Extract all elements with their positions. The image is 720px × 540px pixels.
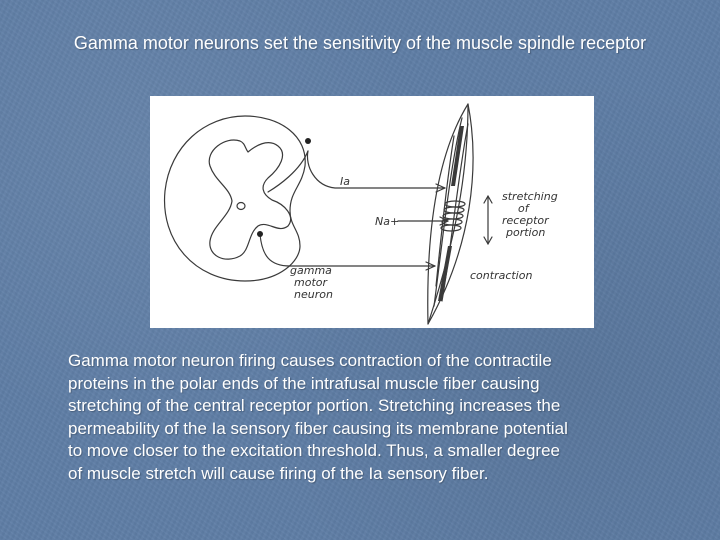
- ventral-horn-dot: [257, 231, 263, 237]
- slide-title: Gamma motor neurons set the sensitivity …: [0, 32, 720, 54]
- grey-matter-outline: [209, 140, 290, 259]
- muscle-spindle-diagram: Ia Na+ stretching of receptor portion ga…: [150, 96, 594, 328]
- stretching-label-1: stretching: [502, 190, 558, 203]
- body-line: proteins in the polar ends of the intraf…: [68, 373, 678, 396]
- na-label: Na+: [375, 215, 399, 228]
- stretching-label-4: portion: [505, 226, 545, 239]
- body-line: permeability of the Ia sensory fiber cau…: [68, 418, 678, 441]
- contraction-label: contraction: [470, 269, 532, 282]
- body-paragraph: Gamma motor neuron firing causes contrac…: [68, 350, 678, 485]
- diagram-drawing: Ia Na+ stretching of receptor portion ga…: [150, 96, 594, 328]
- central-canal: [237, 203, 245, 210]
- dorsal-root-dot: [305, 138, 311, 144]
- gamma-motor-fiber: [260, 234, 435, 266]
- gamma-label-3: neuron: [294, 288, 333, 301]
- ia-sensory-fiber: [307, 151, 445, 188]
- body-line: stretching of the central receptor porti…: [68, 395, 678, 418]
- body-line: Gamma motor neuron firing causes contrac…: [68, 350, 678, 373]
- body-line: of muscle stretch will cause firing of t…: [68, 463, 678, 486]
- spinal-cord-outline: [165, 116, 306, 281]
- body-line: to move closer to the excitation thresho…: [68, 440, 678, 463]
- ia-label: Ia: [340, 175, 350, 188]
